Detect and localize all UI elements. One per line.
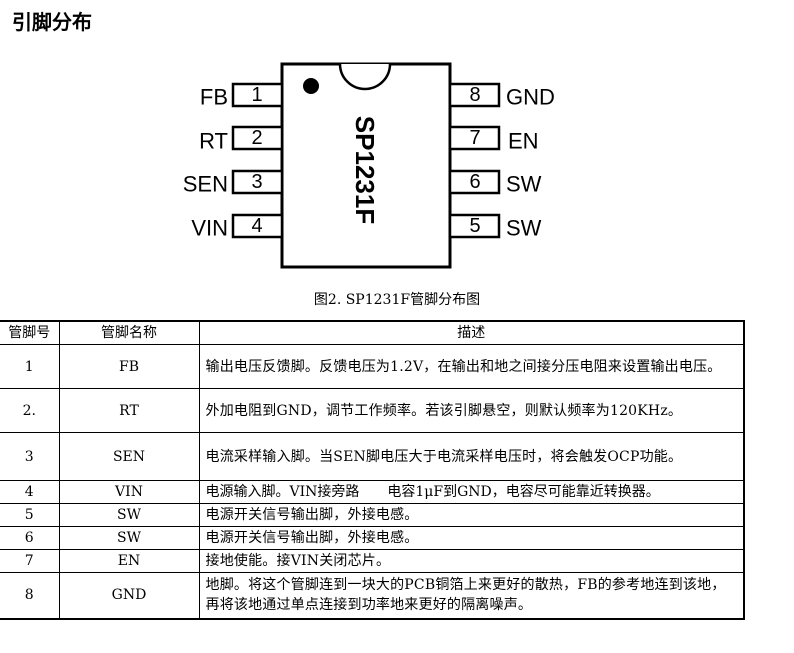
- pin-description-cell: 电流采样输入脚。当SEN脚电压大于电流采样电压时，将会触发OCP功能。: [198, 432, 745, 481]
- pin-4-pad: [231, 213, 284, 239]
- pin-name-cell: GND: [58, 572, 200, 619]
- pin-number-cell: 4: [0, 480, 60, 504]
- pin-number-cell: 5: [0, 503, 60, 527]
- pin-number-cell: 2.: [0, 388, 60, 433]
- chip-pinout-diagram: SP1231F 1 2 3 4 FB RT SEN VIN 8 7 6 5 GN…: [183, 62, 555, 269]
- table-row: 7 EN 接地使能。接VIN关闭芯片。: [0, 549, 745, 573]
- pin-2-name: RT: [199, 129, 228, 154]
- pin-3-name: SEN: [183, 172, 228, 197]
- pin-name-cell: FB: [58, 344, 200, 389]
- pin-3-number: 3: [251, 171, 262, 193]
- header-pin-number: 管脚号: [0, 320, 60, 345]
- header-pin-name: 管脚名称: [58, 320, 200, 345]
- pin-description-cell: 地脚。将这个管脚连到一块大的PCB铜箔上来更好的散热，FB的参考地连到该地，再将…: [198, 572, 745, 619]
- table-row: 6 SW 电源开关信号输出脚，外接电感。: [0, 526, 745, 550]
- pin-6-name: SW: [506, 172, 542, 197]
- pin-description-cell: 电源开关信号输出脚，外接电感。: [198, 503, 745, 527]
- pin-name-cell: SEN: [58, 432, 200, 481]
- pin-name-cell: VIN: [58, 480, 200, 504]
- pin-name-cell: EN: [58, 549, 200, 573]
- pin-8-pad: [448, 82, 501, 108]
- pin-1-name: FB: [200, 85, 228, 110]
- pin-5-name: SW: [506, 216, 542, 241]
- pin-number-cell: 6: [0, 526, 60, 550]
- pin-7-name: EN: [508, 129, 539, 154]
- table-header-row: 管脚号 管脚名称 描述: [0, 320, 745, 345]
- pin-4-number: 4: [251, 215, 262, 237]
- pin-number-cell: 3: [0, 432, 60, 481]
- pin-8-number: 8: [469, 84, 480, 106]
- pin-1-pad: [231, 82, 284, 108]
- pin-2-number: 2: [251, 127, 262, 149]
- pin-number-cell: 1: [0, 344, 60, 389]
- chip-part-number: SP1231F: [350, 116, 380, 224]
- pin-description-cell: 外加电阻到GND，调节工作频率。若该引脚悬空，则默认频率为120KHz。: [198, 388, 745, 433]
- pin-name-cell: SW: [58, 526, 200, 550]
- pin-description-cell: 电源开关信号输出脚，外接电感。: [198, 526, 745, 550]
- figure-caption: 图2. SP1231F管脚分布图: [313, 292, 481, 308]
- page-heading: 引脚分布: [12, 10, 92, 34]
- pin-8-name: GND: [506, 85, 555, 110]
- pin-1-number: 1: [251, 84, 262, 106]
- pin-7-number: 7: [469, 127, 480, 149]
- table-row: 3 SEN 电流采样输入脚。当SEN脚电压大于电流采样电压时，将会触发OCP功能…: [0, 432, 745, 481]
- pin-4-name: VIN: [191, 216, 228, 241]
- pin-number-cell: 8: [0, 572, 60, 619]
- table-row: 5 SW 电源开关信号输出脚，外接电感。: [0, 503, 745, 527]
- pin-6-pad: [448, 169, 501, 195]
- pin-2-pad: [231, 125, 284, 151]
- pin-description-cell: 输出电压反馈脚。反馈电压为1.2V，在输出和地之间接分压电阻来设置输出电压。: [198, 344, 745, 389]
- pin-5-pad: [448, 213, 501, 239]
- chip-body: [280, 62, 452, 269]
- pin1-dot: [303, 78, 319, 94]
- pin-number-cell: 7: [0, 549, 60, 573]
- pin-description-cell: 电源输入脚。VIN接旁路 电容1μF到GND，电容尽可能靠近转换器。: [198, 480, 745, 504]
- pin-description-table: 管脚号 管脚名称 描述 1 FB 输出电压反馈脚。反馈电压为1.2V，在输出和地…: [0, 320, 745, 620]
- pin-5-number: 5: [469, 215, 480, 237]
- table-row: 1 FB 输出电压反馈脚。反馈电压为1.2V，在输出和地之间接分压电阻来设置输出…: [0, 344, 745, 389]
- pin-description-cell: 接地使能。接VIN关闭芯片。: [198, 549, 745, 573]
- table-row: 2. RT 外加电阻到GND，调节工作频率。若该引脚悬空，则默认频率为120KH…: [0, 388, 745, 433]
- header-description: 描述: [198, 320, 745, 345]
- pin-7-pad: [448, 125, 501, 151]
- pin-6-number: 6: [469, 171, 480, 193]
- pin-name-cell: SW: [58, 503, 200, 527]
- table-row: 8 GND 地脚。将这个管脚连到一块大的PCB铜箔上来更好的散热，FB的参考地连…: [0, 572, 745, 619]
- pin1-notch: [338, 63, 392, 91]
- table-row: 4 VIN 电源输入脚。VIN接旁路 电容1μF到GND，电容尽可能靠近转换器。: [0, 480, 745, 504]
- pin-3-pad: [231, 169, 284, 195]
- pin-name-cell: RT: [58, 388, 200, 433]
